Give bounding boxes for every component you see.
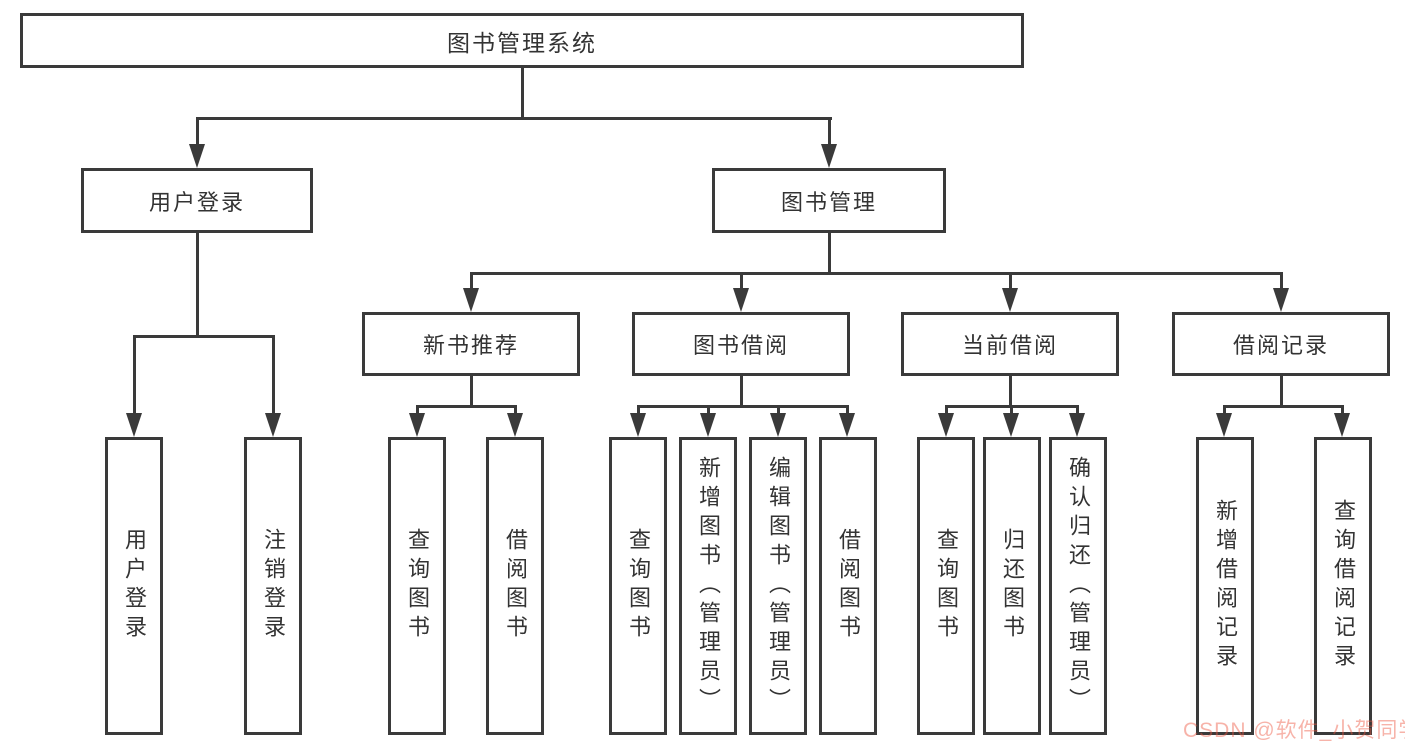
connector-line xyxy=(945,405,948,419)
node-label: 查询图书 xyxy=(626,528,651,644)
leaf-borrow-books-1: 借阅图书 xyxy=(486,437,544,735)
leaf-query-borrow-record: 查询借阅记录 xyxy=(1314,437,1372,735)
node-label: 注销登录 xyxy=(261,528,286,644)
node-label: 借阅图书 xyxy=(503,528,528,644)
connector-line xyxy=(828,233,831,274)
arrow-down-icon xyxy=(938,413,954,437)
connector-line xyxy=(272,335,275,417)
arrow-down-icon xyxy=(1002,288,1018,312)
leaf-query-books-2: 查询图书 xyxy=(609,437,667,735)
connector-line xyxy=(828,117,831,147)
node-label: 新增借阅记录 xyxy=(1213,499,1238,673)
connector-line xyxy=(196,117,832,120)
leaf-edit-books-admin: 编辑图书（管理员） xyxy=(749,437,807,735)
connector-line xyxy=(740,272,743,292)
node-borrow-records: 借阅记录 xyxy=(1172,312,1390,376)
node-label: 查询图书 xyxy=(934,528,959,644)
connector-line xyxy=(637,405,640,419)
node-label: 归还图书 xyxy=(1000,528,1025,644)
node-book-borrow: 图书借阅 xyxy=(632,312,850,376)
leaf-add-borrow-record: 新增借阅记录 xyxy=(1196,437,1254,735)
connector-line xyxy=(846,405,849,419)
leaf-add-books-admin: 新增图书（管理员） xyxy=(679,437,737,735)
connector-line xyxy=(1280,376,1283,407)
node-library-management-system: 图书管理系统 xyxy=(20,13,1024,68)
connector-line xyxy=(777,405,780,419)
leaf-query-books-3: 查询图书 xyxy=(917,437,975,735)
leaf-user-login: 用户登录 xyxy=(105,437,163,735)
connector-line xyxy=(470,272,1282,275)
connector-line xyxy=(133,335,275,338)
node-label: 用户登录 xyxy=(122,528,147,644)
node-label: 新增图书（管理员） xyxy=(696,455,721,717)
connector-line xyxy=(1223,405,1343,408)
arrow-down-icon xyxy=(463,288,479,312)
arrow-down-icon xyxy=(1069,413,1085,437)
connector-line xyxy=(740,376,743,407)
arrow-down-icon xyxy=(409,413,425,437)
node-label: 查询借阅记录 xyxy=(1331,499,1356,673)
node-new-book-recommend: 新书推荐 xyxy=(362,312,580,376)
arrow-down-icon xyxy=(770,413,786,437)
leaf-return-books: 归还图书 xyxy=(983,437,1041,735)
arrow-down-icon xyxy=(630,413,646,437)
connector-line xyxy=(514,405,517,419)
connector-line xyxy=(1341,405,1344,419)
connector-line xyxy=(1223,405,1226,419)
leaf-confirm-return-admin: 确认归还（管理员） xyxy=(1049,437,1107,735)
node-label: 编辑图书（管理员） xyxy=(766,455,791,717)
connector-line xyxy=(416,405,419,419)
node-label: 借阅图书 xyxy=(836,528,861,644)
connector-line xyxy=(196,117,199,147)
arrow-down-icon xyxy=(700,413,716,437)
arrow-down-icon xyxy=(821,144,837,168)
leaf-logout: 注销登录 xyxy=(244,437,302,735)
connector-line xyxy=(521,68,524,119)
csdn-watermark: CSDN @软件_小贺同学 xyxy=(1183,719,1405,742)
connector-line xyxy=(1076,405,1079,419)
connector-line xyxy=(637,405,849,408)
arrow-down-icon xyxy=(265,413,281,437)
node-book-management: 图书管理 xyxy=(712,168,946,233)
leaf-query-books-1: 查询图书 xyxy=(388,437,446,735)
node-current-borrow: 当前借阅 xyxy=(901,312,1119,376)
node-label: 确认归还（管理员） xyxy=(1066,455,1091,717)
arrow-down-icon xyxy=(839,413,855,437)
node-label: 查询图书 xyxy=(405,528,430,644)
arrow-down-icon xyxy=(126,413,142,437)
connector-line xyxy=(1010,405,1013,419)
arrow-down-icon xyxy=(1273,288,1289,312)
node-user-login: 用户登录 xyxy=(81,168,313,233)
connector-line xyxy=(196,233,199,337)
connector-line xyxy=(1280,272,1283,292)
arrow-down-icon xyxy=(1334,413,1350,437)
arrow-down-icon xyxy=(189,144,205,168)
arrow-down-icon xyxy=(733,288,749,312)
connector-line xyxy=(470,272,473,292)
connector-line xyxy=(133,335,136,417)
arrow-down-icon xyxy=(507,413,523,437)
connector-line xyxy=(707,405,710,419)
arrow-down-icon xyxy=(1216,413,1232,437)
connector-line xyxy=(1009,376,1012,407)
connector-line xyxy=(416,405,517,408)
connector-line xyxy=(1009,272,1012,292)
connector-line xyxy=(470,376,473,407)
arrow-down-icon xyxy=(1003,413,1019,437)
leaf-borrow-books-2: 借阅图书 xyxy=(819,437,877,735)
